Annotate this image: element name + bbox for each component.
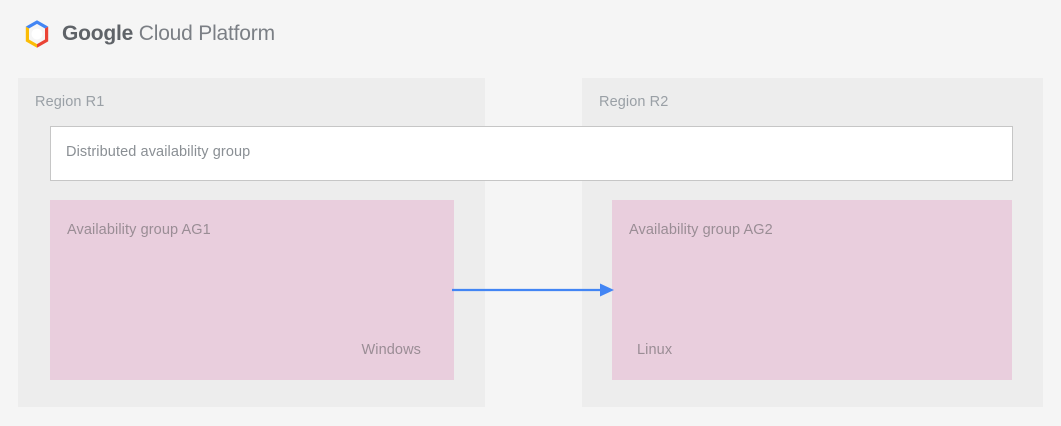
availability-group-ag1-box: Availability group AG1 Windows	[50, 200, 454, 380]
brand-google: Google	[62, 22, 134, 45]
availability-group-ag2-os-label: Linux	[637, 342, 673, 358]
brand-cloud-platform: Cloud Platform	[133, 22, 275, 45]
brand-wordmark: Google Cloud Platform	[62, 21, 275, 47]
google-cloud-platform-logo-icon	[22, 19, 52, 49]
distributed-availability-group-label: Distributed availability group	[66, 144, 251, 160]
region-r1-label: Region R1	[35, 94, 105, 110]
availability-group-ag2-label: Availability group AG2	[629, 222, 773, 238]
right-arrow-icon	[452, 278, 616, 302]
distributed-availability-group-box: Distributed availability group	[50, 126, 1013, 181]
availability-group-ag2-box: Availability group AG2 Linux	[612, 200, 1012, 380]
region-r2-label: Region R2	[599, 94, 669, 110]
availability-group-ag1-label: Availability group AG1	[67, 222, 211, 238]
page-header: Google Cloud Platform	[0, 0, 1061, 62]
availability-group-ag1-os-label: Windows	[361, 342, 421, 358]
